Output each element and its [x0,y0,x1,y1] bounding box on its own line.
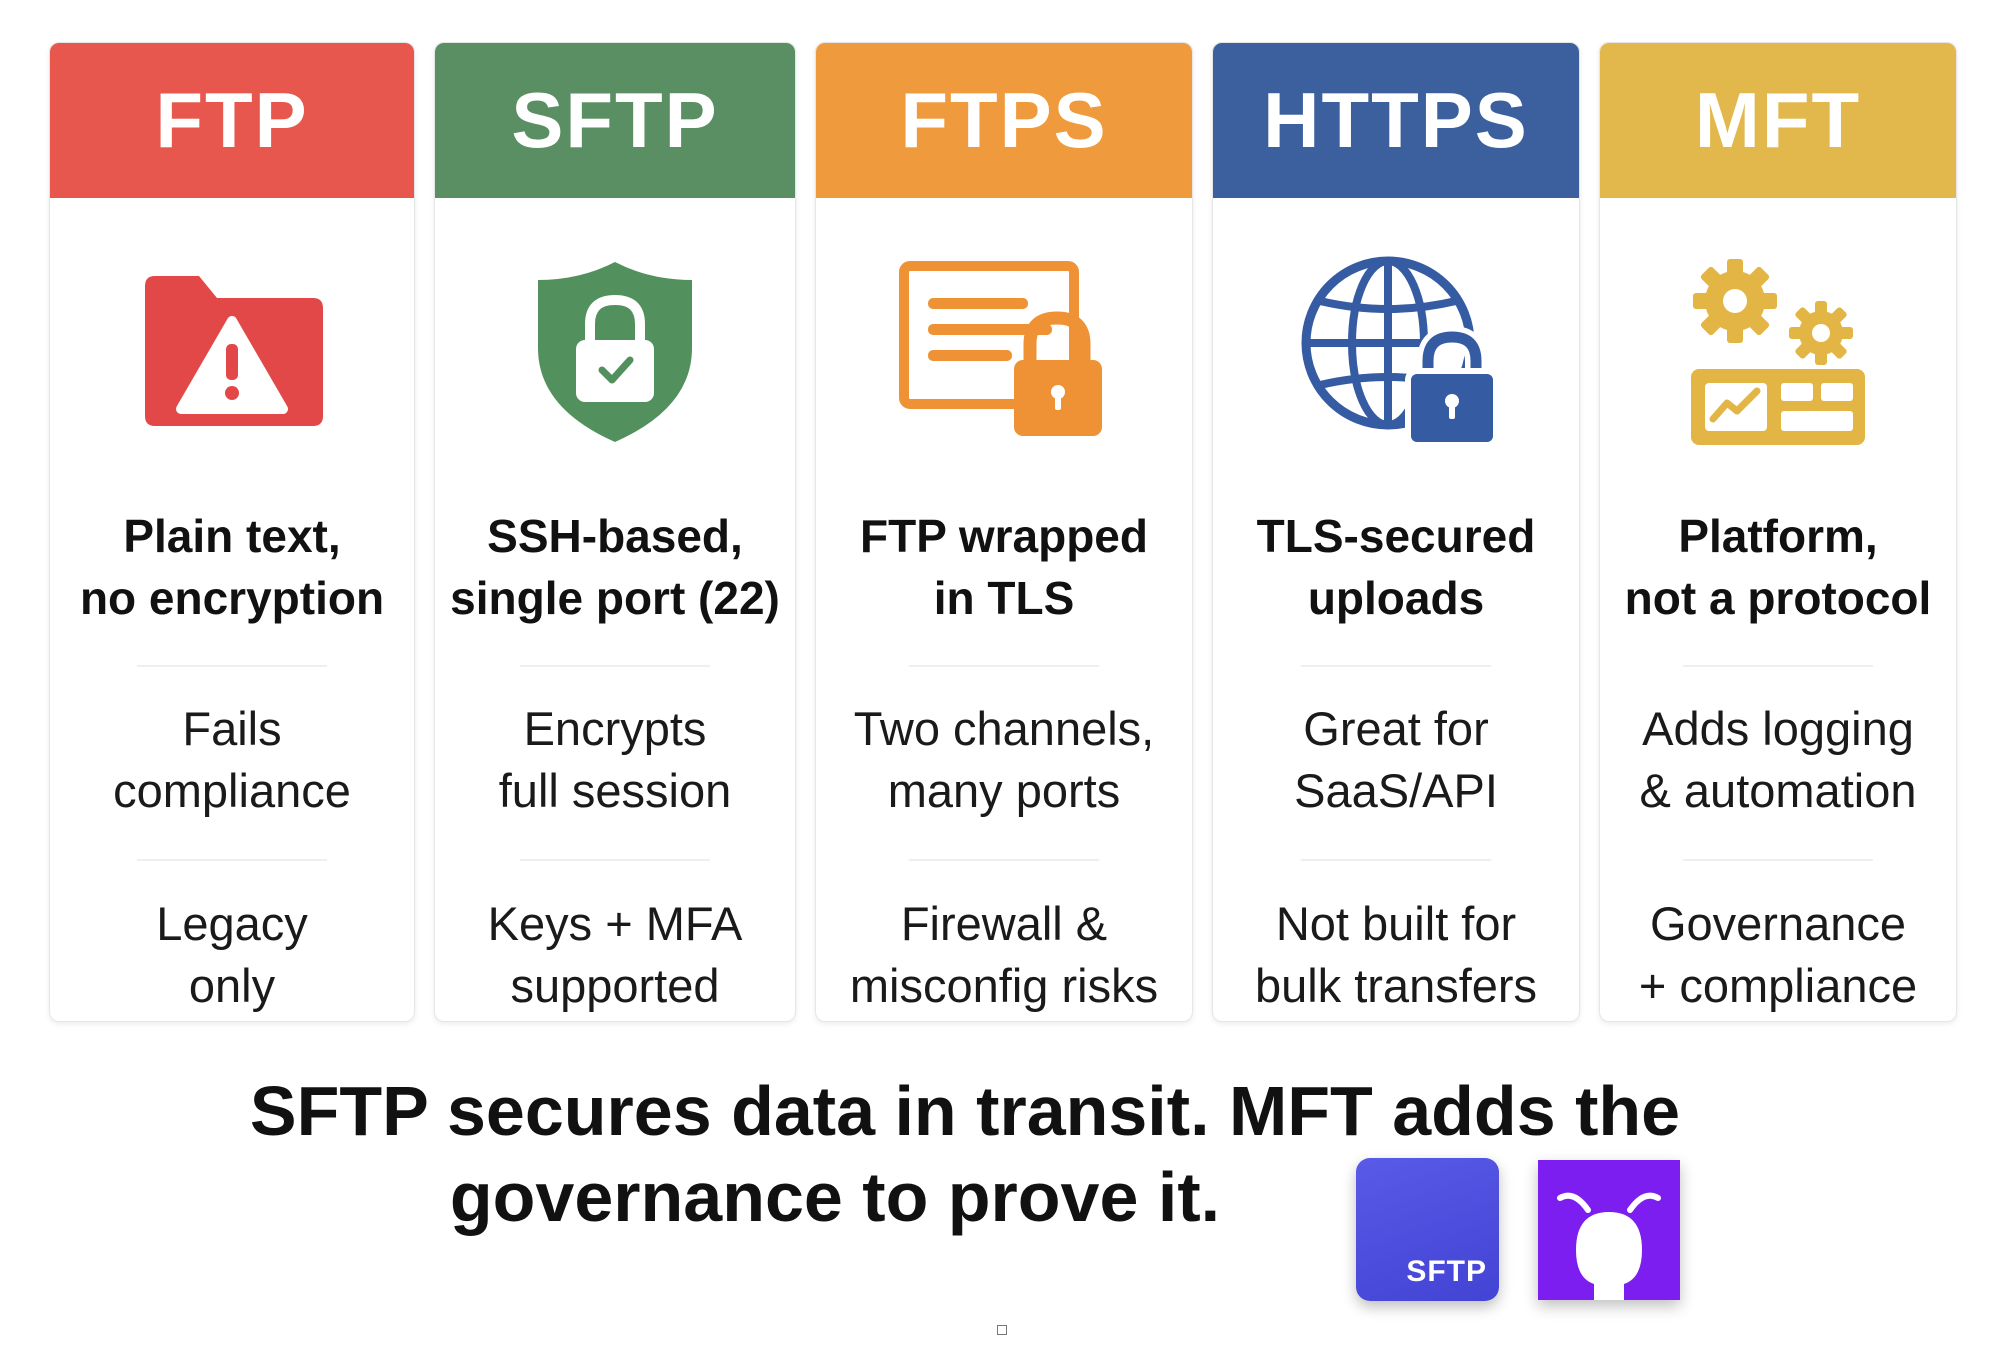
card-header-sftp: SFTP [435,43,795,198]
card-header-mft: MFT [1600,43,1956,198]
protocol-card-ftps: FTPS FTP wrapped in TLS Two channels, ma… [815,42,1193,1022]
card-point-line: Fails [182,702,282,755]
card-title-line: in TLS [933,572,1075,624]
card-title-mft: Platform, not a protocol [1606,505,1950,629]
card-point-https-2: Not built for bulk transfers [1217,893,1575,1017]
protocol-card-sftp: SFTP SSH-based, single port (22) Encrypt… [434,42,796,1022]
card-point-line: only [188,959,276,1012]
tagline-line: governance to prove it. [449,1158,1221,1236]
card-point-line: full session [498,764,732,817]
protocol-card-mft: MFT Platform, [1599,42,1957,1022]
folder-warning-icon [50,221,414,481]
card-point-line: supported [510,959,720,1012]
gears-dashboard-icon [1600,221,1956,481]
card-point-line: many ports [887,764,1121,817]
card-point-line: + compliance [1638,959,1918,1012]
protocol-card-ftp: FTP Plain text, no encryption Fails comp… [49,42,415,1022]
ant-mascot-logo-icon [1538,1160,1680,1300]
card-point-line: Firewall & [900,897,1108,950]
shield-lock-icon [435,221,795,481]
divider [909,859,1099,861]
card-point-ftps-1: Two channels, many ports [820,698,1188,822]
card-point-line: Two channels, [853,702,1155,755]
card-title-sftp: SSH-based, single port (22) [441,505,789,629]
card-title-ftp: Plain text, no encryption [56,505,408,629]
divider [1683,859,1873,861]
card-title-line: FTP wrapped [860,510,1148,562]
card-title-line: single port (22) [450,572,780,624]
page-indicator [997,1325,1007,1335]
card-title-line: not a protocol [1624,572,1932,624]
divider [1301,859,1491,861]
card-point-line: bulk transfers [1254,959,1538,1012]
divider [520,859,710,861]
card-title-line: Plain text, [123,510,341,562]
card-point-line: compliance [113,764,351,817]
divider [1301,665,1491,667]
card-header-ftp: FTP [50,43,414,198]
divider [909,665,1099,667]
card-point-mft-1: Adds logging & automation [1604,698,1952,822]
card-title-line: Platform, [1678,510,1878,562]
card-point-line: Legacy [156,897,308,950]
divider [137,859,327,861]
card-point-ftps-2: Firewall & misconfig risks [820,893,1188,1017]
protocol-card-https: HTTPS TLS-secured uploads Great for SaaS… [1212,42,1580,1022]
card-point-line: Great for [1303,702,1489,755]
divider [1683,665,1873,667]
card-title-line: SSH-based, [487,510,743,562]
card-point-line: & automation [1639,764,1917,817]
tagline: SFTP secures data in transit. MFT adds t… [200,1068,1730,1240]
divider [137,665,327,667]
card-point-line: Adds logging [1642,702,1914,755]
card-title-line: TLS-secured [1256,510,1536,562]
document-lock-icon [816,221,1192,481]
card-point-line: Governance [1649,897,1907,950]
card-title-line: uploads [1307,572,1485,624]
sftp-logo-text: SFTP [1406,1255,1487,1288]
card-title-ftps: FTP wrapped in TLS [822,505,1186,629]
card-header-https: HTTPS [1213,43,1579,198]
tagline-line: SFTP secures data in transit. MFT adds t… [249,1072,1681,1150]
card-point-line: Encrypts [523,702,707,755]
sftp-app-logo-icon: SFTP [1356,1158,1499,1301]
card-point-ftp-1: Fails compliance [54,698,410,822]
card-point-https-1: Great for SaaS/API [1217,698,1575,822]
card-point-sftp-2: Keys + MFA supported [439,893,791,1017]
card-point-ftp-2: Legacy only [54,893,410,1017]
card-point-line: Not built for [1275,897,1517,950]
card-point-line: Keys + MFA [487,897,743,950]
card-point-sftp-1: Encrypts full session [439,698,791,822]
divider [520,665,710,667]
card-title-https: TLS-secured uploads [1219,505,1573,629]
card-title-line: no encryption [79,572,385,624]
globe-lock-icon [1213,221,1579,481]
card-header-ftps: FTPS [816,43,1192,198]
card-point-line: misconfig risks [849,959,1159,1012]
card-point-mft-2: Governance + compliance [1604,893,1952,1017]
card-point-line: SaaS/API [1294,764,1498,817]
